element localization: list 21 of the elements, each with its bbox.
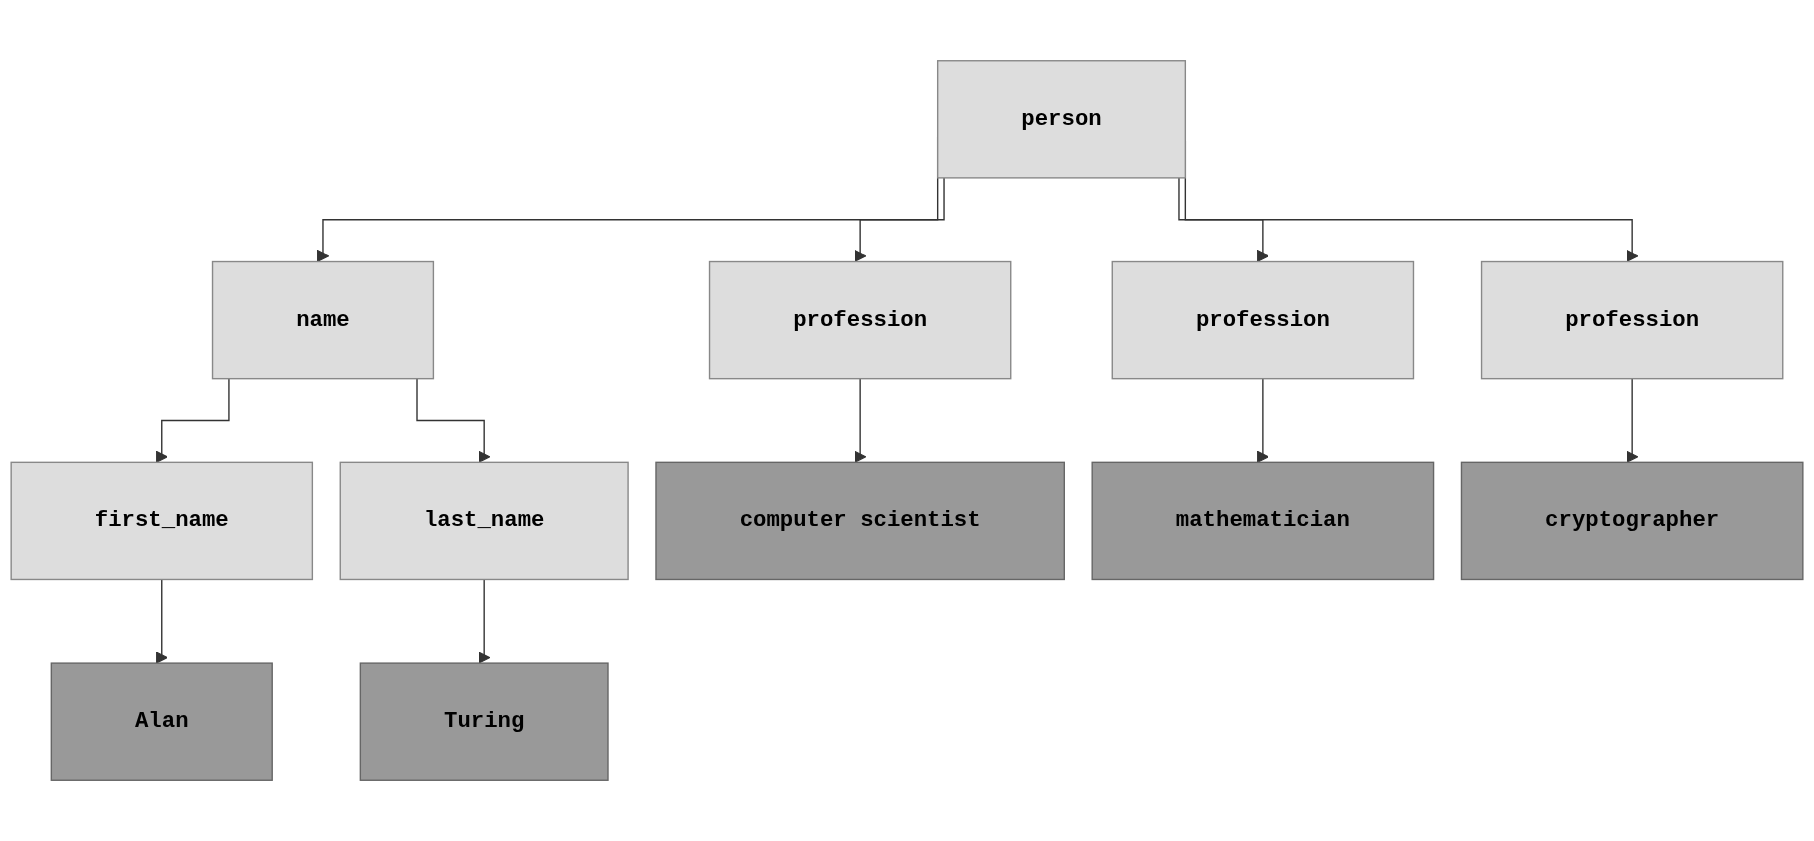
node-box: Turing: [359, 662, 609, 781]
node-box: mathematician: [1091, 461, 1435, 581]
node-box: last_name: [339, 461, 629, 581]
node-box: cryptographer: [1460, 461, 1804, 581]
node-box: name: [211, 260, 435, 380]
node-box: profession: [708, 260, 1012, 380]
arrow: [854, 177, 945, 263]
arrow: [1178, 177, 1269, 263]
node-box: Alan: [50, 662, 273, 781]
arrow: [1626, 377, 1639, 463]
arrow: [155, 377, 230, 463]
arrow: [854, 377, 867, 463]
node-box: profession: [1111, 260, 1415, 380]
arrow: [416, 377, 491, 463]
arrow: [478, 578, 491, 664]
node-box: profession: [1480, 260, 1784, 380]
node-box: first_name: [10, 461, 314, 581]
node-box: person: [937, 60, 1187, 179]
node-box: computer scientist: [655, 461, 1065, 581]
arrow: [155, 578, 168, 664]
arrow: [1256, 377, 1269, 463]
